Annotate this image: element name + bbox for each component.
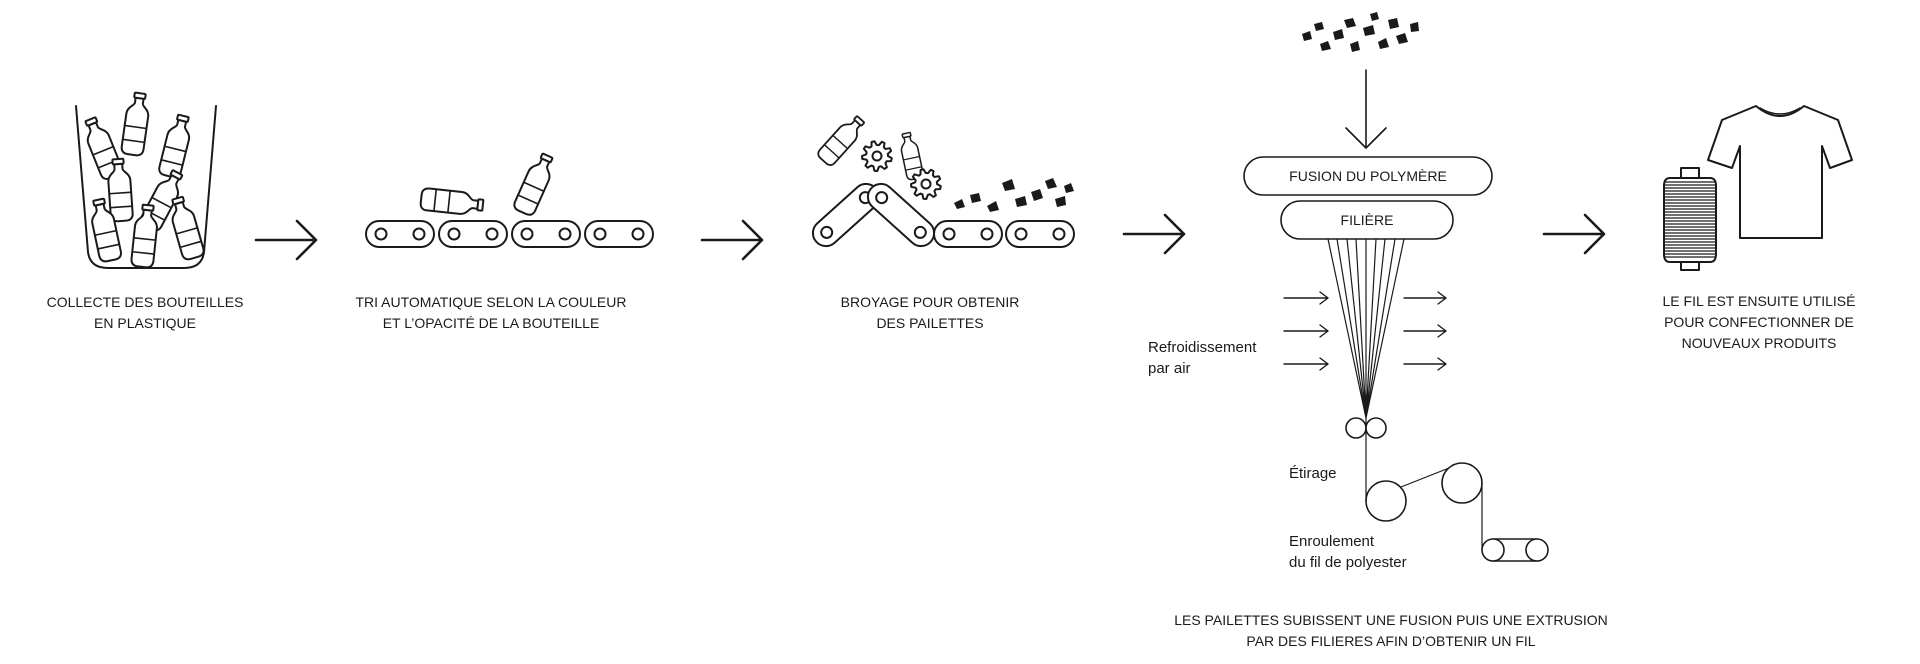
pellet <box>1320 41 1331 51</box>
conveyor-segment <box>933 220 1003 248</box>
pellet <box>1302 31 1312 41</box>
extrusion-step: FUSION DU POLYMÈRE FILIÈRE Refroidisseme… <box>1148 12 1608 649</box>
bottle-icon <box>156 112 196 180</box>
collect-step: COLLECTE DES BOUTEILLES EN PLASTIQUE <box>47 90 244 331</box>
pellet <box>1396 33 1408 44</box>
flakes <box>954 178 1074 212</box>
conveyor-segment <box>511 220 581 248</box>
winding-roller <box>1481 538 1505 562</box>
spool-thread <box>1664 181 1716 258</box>
bottle-icon <box>419 186 485 218</box>
extrusion-caption-line-1: LES PAILETTES SUBISSENT UNE FUSION PUIS … <box>1174 612 1608 628</box>
bottle-icon <box>119 90 153 158</box>
shredder-icon <box>806 111 1075 253</box>
t-shirt-outline <box>1707 105 1853 239</box>
air-cooling-arrows <box>1283 291 1447 371</box>
winding-label-line-1: Enroulement <box>1289 533 1375 550</box>
pellet <box>1388 18 1399 29</box>
collect-caption-line-1: COLLECTE DES BOUTEILLES <box>47 294 244 310</box>
use-caption-line-2: POUR CONFECTIONNER DE <box>1664 314 1854 330</box>
drawing-label: Étirage <box>1289 465 1337 482</box>
flake <box>970 193 981 203</box>
arrow-right-icon <box>1283 357 1329 371</box>
spinneret-label: FILIÈRE <box>1341 212 1394 228</box>
pellet <box>1410 22 1419 32</box>
arrow-right-icon <box>1283 324 1329 338</box>
flake <box>1045 178 1057 189</box>
melt-stage-box <box>1243 156 1493 196</box>
cooling-label-line-1: Refroidissement <box>1148 339 1257 356</box>
pellets <box>1302 12 1419 52</box>
winding-roller <box>1525 538 1549 562</box>
roller <box>1441 462 1483 504</box>
use-caption-line-1: LE FIL EST ENSUITE UTILISÉ <box>1663 293 1856 309</box>
arrow-right-icon <box>700 219 764 261</box>
yarn-path <box>1365 417 1483 551</box>
pellet <box>1370 12 1379 21</box>
gear-icon <box>910 168 942 200</box>
bin-outline <box>75 105 217 269</box>
pellet <box>1363 25 1375 36</box>
spinneret-box <box>1280 200 1454 240</box>
winding-belt <box>1492 538 1538 562</box>
flake <box>1002 179 1015 191</box>
filaments <box>1327 238 1405 419</box>
sort-caption-line-1: TRI AUTOMATIQUE SELON LA COULEUR <box>356 294 627 310</box>
conveyor-segment <box>584 220 654 248</box>
extrusion-caption-line-2: PAR DES FILIERES AFIN D’OBTENIR UN FIL <box>1246 633 1535 649</box>
arrow-right-icon <box>1283 291 1329 305</box>
pellet <box>1344 18 1356 28</box>
extrusion-line-icon: FUSION DU POLYMÈRE FILIÈRE Refroidisseme… <box>1148 12 1549 571</box>
arrow-right-icon <box>254 219 318 261</box>
flake <box>1064 183 1074 193</box>
t-shirt-icon <box>1707 105 1853 239</box>
conveyor-segment <box>1005 220 1075 248</box>
shred-caption-line-2: DES PAILETTES <box>876 315 983 331</box>
flake <box>1015 196 1027 207</box>
arrow-down-icon <box>1345 69 1387 149</box>
filament-lines <box>1327 238 1405 419</box>
bottle-icon <box>511 150 559 218</box>
shred-step: BROYAGE POUR OBTENIR DES PAILETTES <box>806 111 1075 331</box>
roller <box>1345 417 1367 439</box>
sort-caption-line-2: ET L’OPACITÉ DE LA BOUTEILLE <box>383 315 600 331</box>
cooling-label-line-2: par air <box>1148 360 1191 377</box>
flake <box>1055 196 1066 207</box>
arrow-right-icon <box>1403 357 1447 371</box>
pellet <box>1314 22 1324 31</box>
collect-caption-line-2: EN PLASTIQUE <box>94 315 196 331</box>
roller <box>1365 417 1387 439</box>
thread-spool-icon <box>1663 167 1717 271</box>
arrow-right-icon <box>1122 213 1186 255</box>
gear-icon <box>861 140 893 172</box>
winding-unit <box>1481 538 1549 562</box>
bottle-icon <box>815 111 869 169</box>
sorting-conveyor-icon <box>365 150 654 248</box>
drawing-rollers <box>1345 417 1483 551</box>
melt-stage-label: FUSION DU POLYMÈRE <box>1289 168 1447 184</box>
flake <box>987 201 999 212</box>
winding-label-line-2: du fil de polyester <box>1289 554 1407 571</box>
arrow-right-icon <box>1403 291 1447 305</box>
sort-step: TRI AUTOMATIQUE SELON LA COULEUR ET L’OP… <box>356 150 654 331</box>
roller <box>1365 480 1407 522</box>
conveyor-segment <box>365 220 435 248</box>
spool-bottom-tube <box>1680 261 1700 271</box>
use-caption-line-3: NOUVEAUX PRODUITS <box>1682 335 1837 351</box>
t-shirt-collar <box>1759 107 1801 115</box>
shred-caption-line-1: BROYAGE POUR OBTENIR <box>841 294 1020 310</box>
pellet <box>1350 41 1360 52</box>
arrow-right-icon <box>1403 324 1447 338</box>
pellet <box>1378 38 1389 49</box>
arrow-right-icon <box>1542 213 1606 255</box>
spool-top-tube <box>1680 167 1700 179</box>
flake <box>954 199 965 209</box>
use-step: LE FIL EST ENSUITE UTILISÉ POUR CONFECTI… <box>1663 105 1856 351</box>
conveyor-segment <box>438 220 508 248</box>
bottle-bin-icon <box>75 90 217 269</box>
pellet <box>1333 29 1344 40</box>
flake <box>1031 189 1043 201</box>
